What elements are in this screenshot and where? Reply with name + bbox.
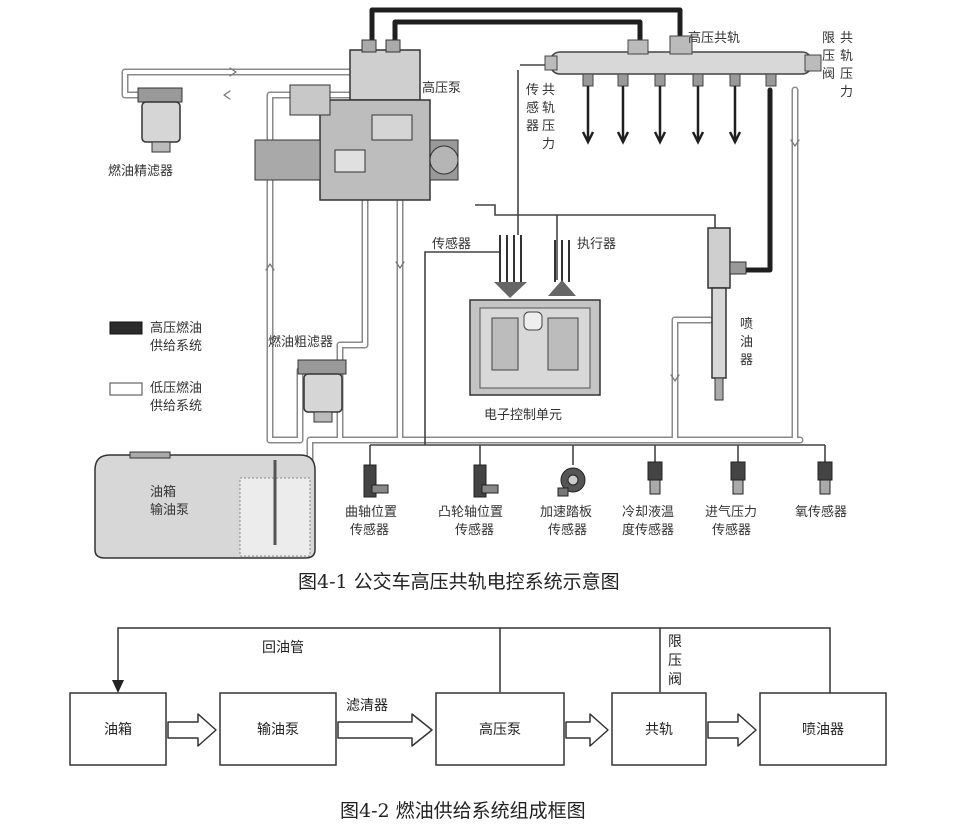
legend-high-swatch (109, 321, 143, 335)
label-pump: 高压泵 (422, 80, 461, 96)
legend-high-line1: 高压燃油 (150, 320, 202, 336)
label-relief-7: 力 (840, 85, 853, 100)
sensor-label-4a: 进气压力 (705, 504, 757, 520)
label-psensor-3: 感 (526, 100, 539, 116)
relief-label-2: 压 (668, 653, 682, 669)
intake-sensor-icon (730, 461, 746, 495)
ecu (469, 235, 601, 396)
return-arrow-head (112, 680, 124, 693)
sensor-label-2b: 传感器 (548, 522, 587, 538)
label-injector-1: 喷 (740, 317, 753, 332)
figure1: 高压燃油 供给系统 低压燃油 供给系统 高压共轨 限 共 压 轨 阀 压 力 传… (94, 7, 853, 593)
label-tank-1: 油箱 (150, 484, 176, 500)
return-pipe-lines (117, 627, 831, 695)
signal-wires (369, 64, 826, 465)
label-coarse-filter: 燃油粗滤器 (268, 334, 333, 350)
label-relief-3: 压 (822, 49, 835, 64)
relief-label-1: 限 (668, 634, 682, 650)
legend-low-line2: 供给系统 (150, 399, 202, 414)
label-relief-6: 压 (840, 67, 853, 82)
box-rail (611, 692, 707, 766)
label-psensor-6: 压 (542, 119, 555, 134)
box-hp-pump (435, 692, 565, 766)
label-injector-2: 油 (740, 335, 753, 350)
sensor-label-1b: 传感器 (455, 522, 494, 538)
sensor-label-2a: 加速踏板 (540, 505, 592, 520)
label-relief-2: 共 (840, 31, 853, 46)
relief-label-3: 阀 (668, 672, 682, 688)
cam-sensor-icon (473, 464, 499, 498)
legend-high-line2: 供给系统 (150, 339, 202, 354)
figure2-caption: 图4-2 燃油供给系统组成框图 (340, 800, 586, 822)
return-pipe-label: 回油管 (262, 640, 304, 656)
sensor-label-3a: 冷却液温 (622, 505, 674, 520)
crank-sensor-icon (363, 464, 389, 498)
sensor-label-0b: 传感器 (350, 522, 389, 538)
sensor-label-4b: 传感器 (712, 522, 751, 538)
label-ecu: 电子控制单元 (484, 408, 562, 423)
figure2: 油箱 输油泵 高压泵 共轨 喷油器 回油管 滤清器 限 压 阀 图4-2 燃油供… (69, 627, 887, 822)
label-actuator: 执行器 (577, 237, 616, 252)
sensor-label-1a: 凸轮轴位置 (438, 505, 503, 520)
label-injector-3: 器 (740, 353, 753, 368)
sensor-icons (363, 461, 833, 498)
label-relief-4: 轨 (840, 49, 853, 64)
box-injector (759, 692, 887, 766)
box-tank (69, 692, 167, 766)
box-injector-label: 喷油器 (802, 722, 844, 738)
legend-low-line1: 低压燃油 (150, 380, 202, 396)
box-feed-pump-label: 输油泵 (257, 722, 299, 738)
label-tank-2: 输油泵 (150, 502, 189, 518)
box-rail-label: 共轨 (645, 722, 673, 738)
oxygen-sensor-icon (817, 461, 833, 495)
legend-low-swatch (109, 382, 143, 396)
sensor-label-5a: 氧传感器 (795, 504, 847, 520)
sensor-label-0a: 曲轴位置 (345, 505, 397, 520)
injector (707, 227, 747, 401)
label-psensor-2: 共 (542, 83, 555, 98)
pedal-sensor-icon (557, 467, 586, 497)
figure1-labels: 高压共轨 限 共 压 轨 阀 压 力 传 共 感 轨 器 压 力 高压泵 燃油精… (108, 30, 853, 538)
label-fine-filter: 燃油精滤器 (108, 163, 173, 179)
label-psensor-1: 传 (526, 83, 539, 98)
box-feed-pump (219, 692, 337, 766)
common-rail (544, 35, 822, 145)
fuel-coarse-filter (297, 359, 347, 423)
label-relief-5: 阀 (822, 67, 835, 82)
figure1-caption: 图4-1 公交车高压共轨电控系统示意图 (298, 571, 620, 593)
coolant-sensor-icon (647, 461, 663, 495)
label-psensor-5: 器 (526, 119, 539, 134)
legend: 高压燃油 供给系统 低压燃油 供给系统 (109, 320, 202, 414)
box-tank-label: 油箱 (104, 722, 132, 738)
sensor-label-3b: 度传感器 (622, 522, 674, 538)
high-pressure-pump (254, 39, 459, 201)
label-relief-1: 限 (822, 31, 835, 46)
box-hp-pump-label: 高压泵 (479, 721, 521, 738)
label-psensor-4: 轨 (542, 101, 555, 116)
label-rail: 高压共轨 (688, 30, 740, 46)
fuel-tank (94, 451, 316, 559)
fuel-fine-filter (137, 87, 183, 153)
flow-arrows (167, 713, 757, 747)
block-boxes (69, 692, 887, 766)
label-psensor-7: 力 (542, 137, 555, 152)
filter-label: 滤清器 (346, 698, 388, 714)
label-sensor: 传感器 (432, 236, 471, 252)
